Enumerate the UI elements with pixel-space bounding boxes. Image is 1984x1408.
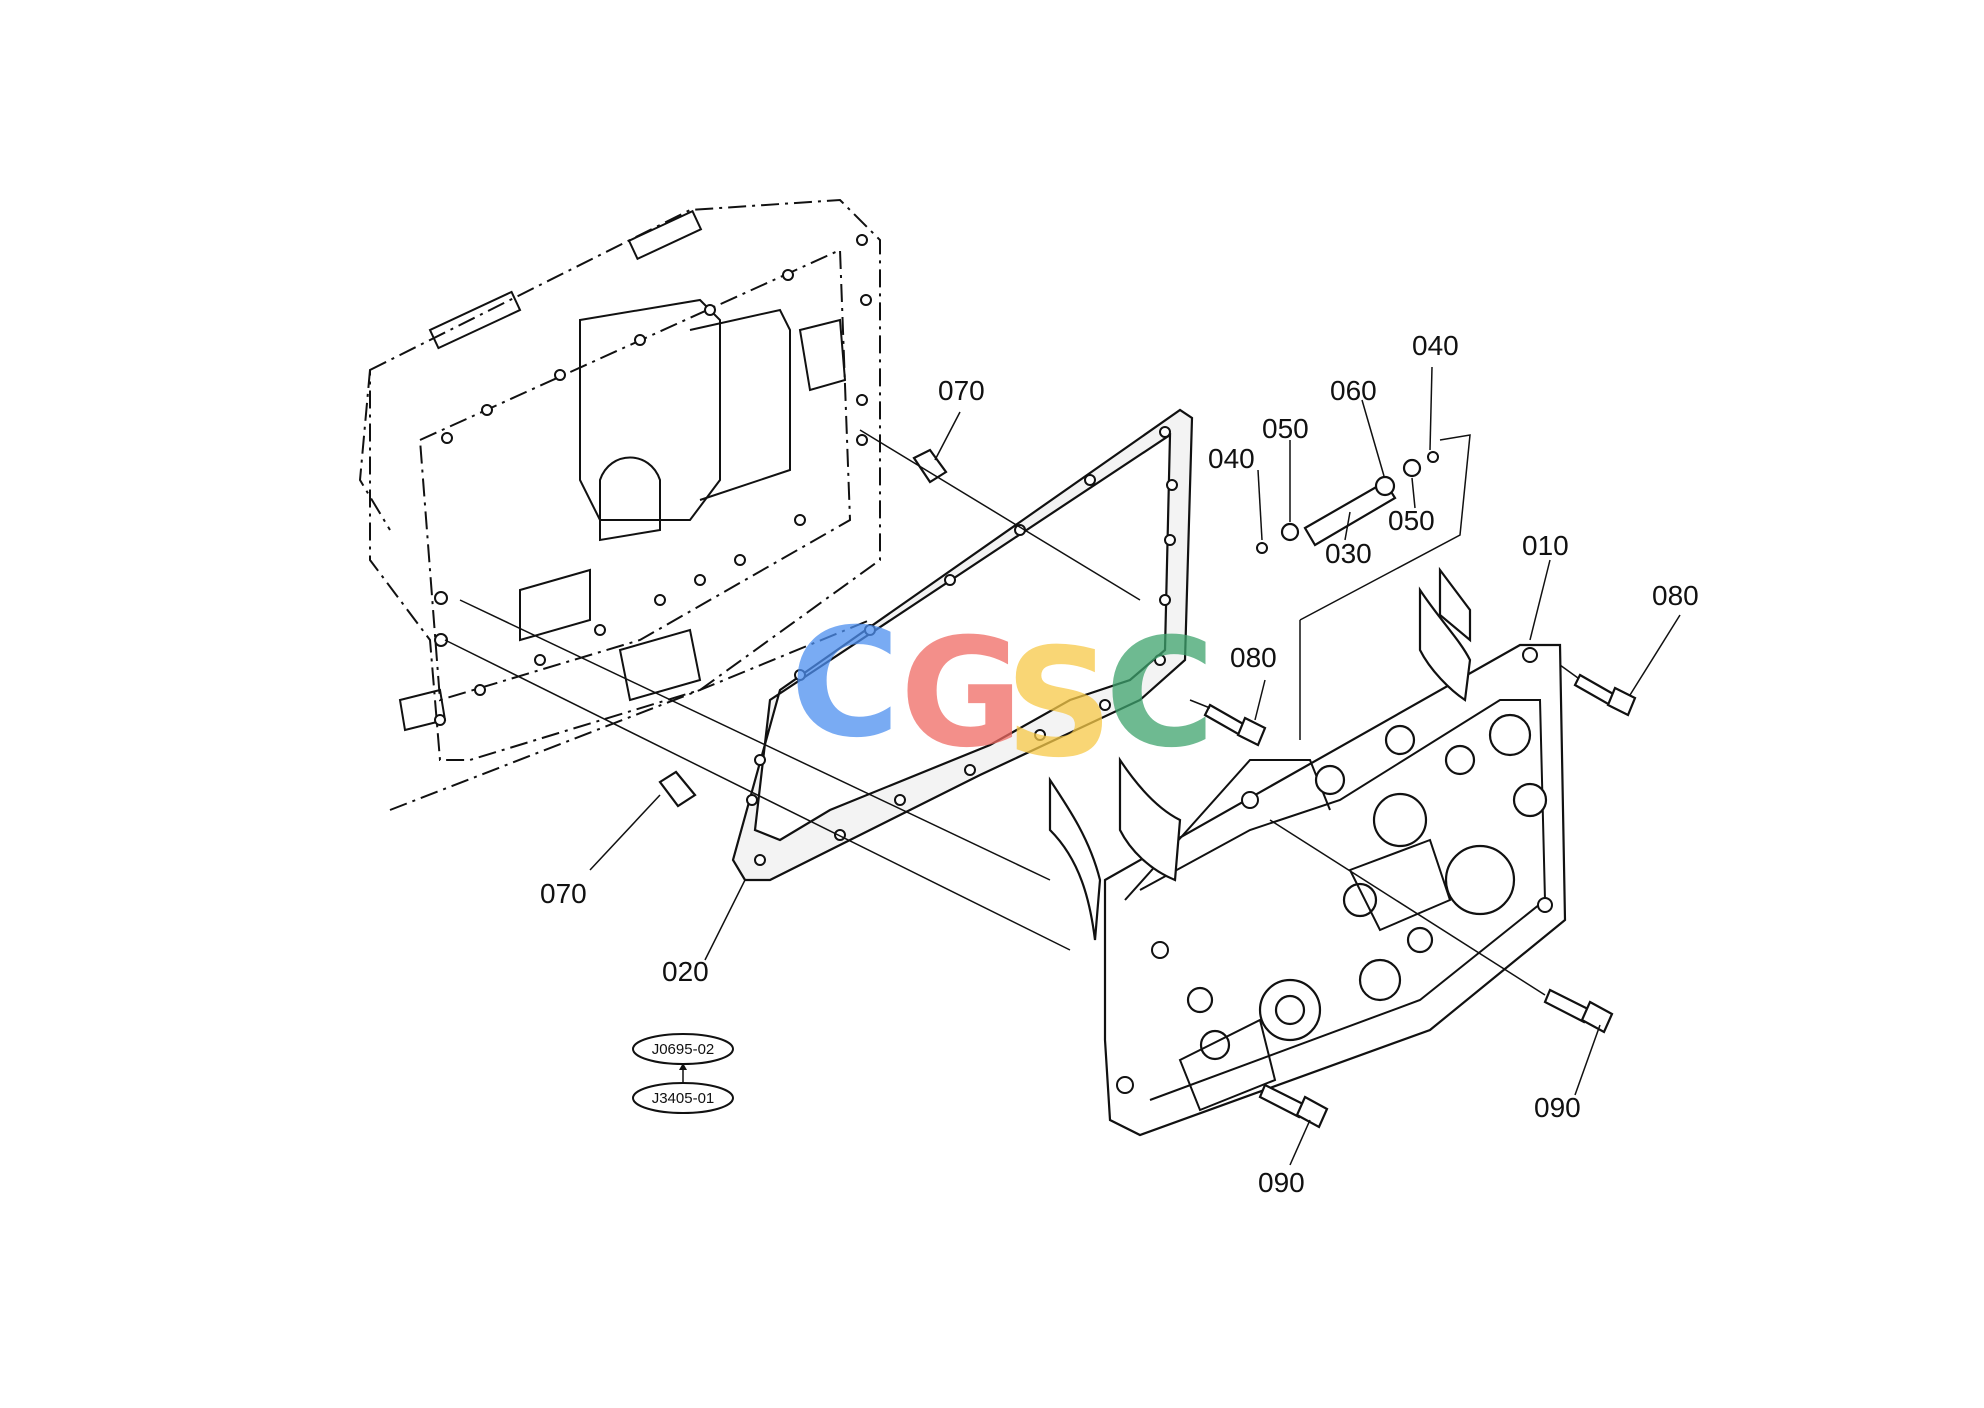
callout-020: 020 [662,956,709,987]
cover-assembly-010 [1048,566,1567,1137]
callout-030: 030 [1325,538,1372,569]
bolt-080-right [1573,673,1637,717]
callout-080-left: 080 [1230,642,1277,673]
callout-090-right: 090 [1534,1092,1581,1123]
shaft-assembly [1256,434,1471,621]
callout-040-left: 040 [1208,443,1255,474]
leader-lines [589,366,1681,1166]
callout-labels: 070 070 020 030 040 040 050 050 060 010 … [540,330,1699,1198]
watermark-letter: C [1105,607,1215,781]
callout-010: 010 [1522,530,1569,561]
washer-050-left [1280,522,1300,542]
callout-060: 060 [1330,375,1377,406]
dowel-pin-070-lower [658,770,697,808]
callout-080-right: 080 [1652,580,1699,611]
dowel-pin-070-upper [912,448,948,484]
watermark-letter: C [790,597,900,771]
cgsc-watermark: C G S C [790,597,1215,791]
callout-070-upper: 070 [938,375,985,406]
callout-040-right: 040 [1412,330,1459,361]
reference-links: J0695-02 J3405-01 [632,1033,734,1114]
bolt-090-right [1543,988,1614,1034]
callout-050-left: 050 [1262,413,1309,444]
ref-label-top: J0695-02 [652,1041,715,1058]
transmission-case [358,198,881,811]
bolt-080-left [1203,703,1267,747]
nut-060 [1374,475,1396,497]
snap-ring-040-right [1427,451,1439,463]
ref-label-bottom: J3405-01 [652,1090,715,1107]
alignment-lines [444,429,1579,996]
gasket-020 [731,408,1194,882]
ref-oval-bottom[interactable] [632,1082,734,1114]
washer-050-right [1402,458,1422,478]
callout-050-right: 050 [1388,505,1435,536]
watermark-letter: G [900,607,1023,781]
snap-ring-040-left [1256,542,1268,554]
bolt-090-left [1258,1083,1329,1129]
watermark-letter: S [1005,617,1113,791]
callout-090-left: 090 [1258,1167,1305,1198]
callout-070-lower: 070 [540,878,587,909]
